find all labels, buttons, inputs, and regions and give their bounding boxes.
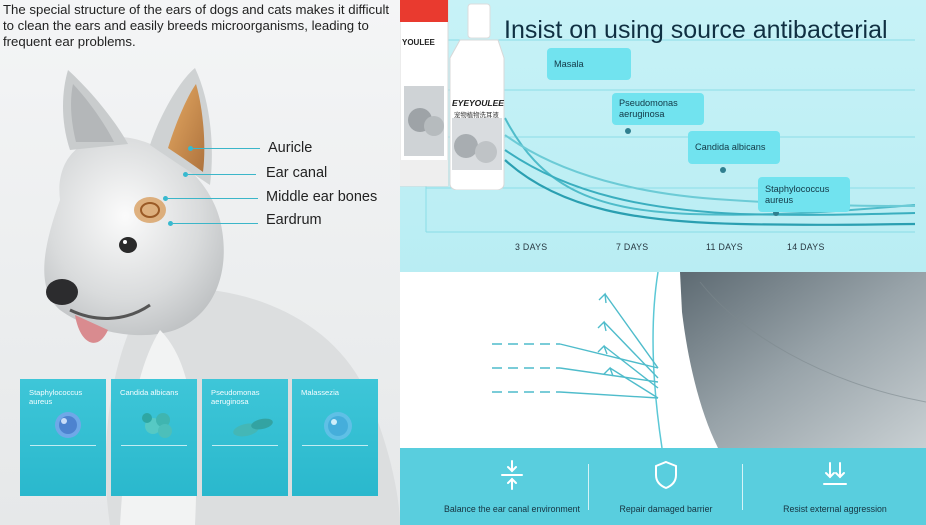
balance-arrows-icon bbox=[501, 460, 523, 490]
feature-label: Repair damaged barrier bbox=[619, 504, 713, 514]
feature-balance: Balance the ear canal environment bbox=[414, 448, 610, 525]
microbe-card-malassezia: Malassezia bbox=[292, 379, 378, 496]
middle-ear-dot bbox=[163, 196, 168, 201]
bubble-candida: Candida albicans bbox=[688, 131, 780, 164]
antibacterial-chart-panel: YOULEE EYEYOULEE 宠物植物洗耳液 Insist on using… bbox=[400, 0, 926, 272]
shield-icon bbox=[655, 460, 677, 490]
bottle-name: 宠物植物洗耳液 bbox=[454, 112, 499, 119]
microbe-name: Pseudomonas aeruginosa bbox=[211, 388, 260, 406]
down-arrows-icon bbox=[823, 462, 847, 485]
auricle-line bbox=[193, 148, 260, 149]
card-divider bbox=[30, 445, 96, 446]
ear-structure-panel: The special structure of the ears of dog… bbox=[0, 0, 400, 525]
headline: Insist on using source antibacterial bbox=[504, 16, 888, 44]
product-image bbox=[400, 0, 505, 190]
card-divider bbox=[121, 445, 187, 446]
label-auricle: Auricle bbox=[268, 140, 313, 156]
ear-canal-line bbox=[188, 174, 256, 175]
barrier-panel: Balance the ear canal environment Repair… bbox=[400, 272, 926, 525]
microbe-name: Candida albicans bbox=[120, 388, 179, 397]
feature-divider bbox=[742, 464, 743, 510]
candida-icon bbox=[142, 413, 172, 438]
day-label-11: 11 DAYS bbox=[706, 242, 743, 252]
eardrum-dot bbox=[168, 221, 173, 226]
feature-bar: Balance the ear canal environment Repair… bbox=[400, 448, 926, 525]
feature-divider bbox=[588, 464, 589, 510]
malassezia-icon bbox=[324, 412, 352, 440]
microbe-card-pseudomonas: Pseudomonas aeruginosa bbox=[202, 379, 288, 496]
bubble-masala: Masala bbox=[547, 48, 631, 80]
feature-label: Resist external aggression bbox=[783, 504, 887, 514]
day-label-14: 14 DAYS bbox=[787, 242, 825, 252]
auricle-dot bbox=[188, 146, 193, 151]
label-eardrum: Eardrum bbox=[266, 212, 322, 228]
feature-resist: Resist external aggression bbox=[744, 448, 926, 525]
microbe-name: Malassezia bbox=[301, 388, 339, 397]
box-brand: YOULEE bbox=[402, 38, 435, 47]
microbe-card-candida: Candida albicans bbox=[111, 379, 197, 496]
card-divider bbox=[302, 445, 368, 446]
pseudomonas-icon bbox=[233, 418, 273, 437]
intro-text: The special structure of the ears of dog… bbox=[3, 2, 390, 49]
day-label-7: 7 DAYS bbox=[616, 242, 649, 252]
microbe-name: Staphylococcus aureus bbox=[29, 388, 83, 406]
label-middle-ear-bones: Middle ear bones bbox=[266, 189, 378, 205]
staphylococcus-icon bbox=[55, 412, 81, 438]
barrier-illustration bbox=[492, 272, 926, 449]
eardrum-line bbox=[173, 223, 258, 224]
bubble-pseudomonas: Pseudomonas aeruginosa bbox=[612, 93, 704, 125]
label-ear-canal: Ear canal bbox=[266, 165, 328, 181]
bubble-staphylococcus: Staphylococcus aureus bbox=[758, 177, 850, 212]
middle-ear-line bbox=[168, 198, 258, 199]
bottle-brand: EYEYOULEE bbox=[452, 98, 504, 108]
microbe-card-staphylococcus: Staphylococcus aureus bbox=[20, 379, 106, 496]
feature-label: Balance the ear canal environment bbox=[444, 504, 580, 514]
ear-canal-dot bbox=[183, 172, 188, 177]
feature-repair: Repair damaged barrier bbox=[590, 448, 742, 525]
decay-chart bbox=[425, 39, 916, 233]
card-divider bbox=[212, 445, 278, 446]
day-label-3: 3 DAYS bbox=[515, 242, 548, 252]
